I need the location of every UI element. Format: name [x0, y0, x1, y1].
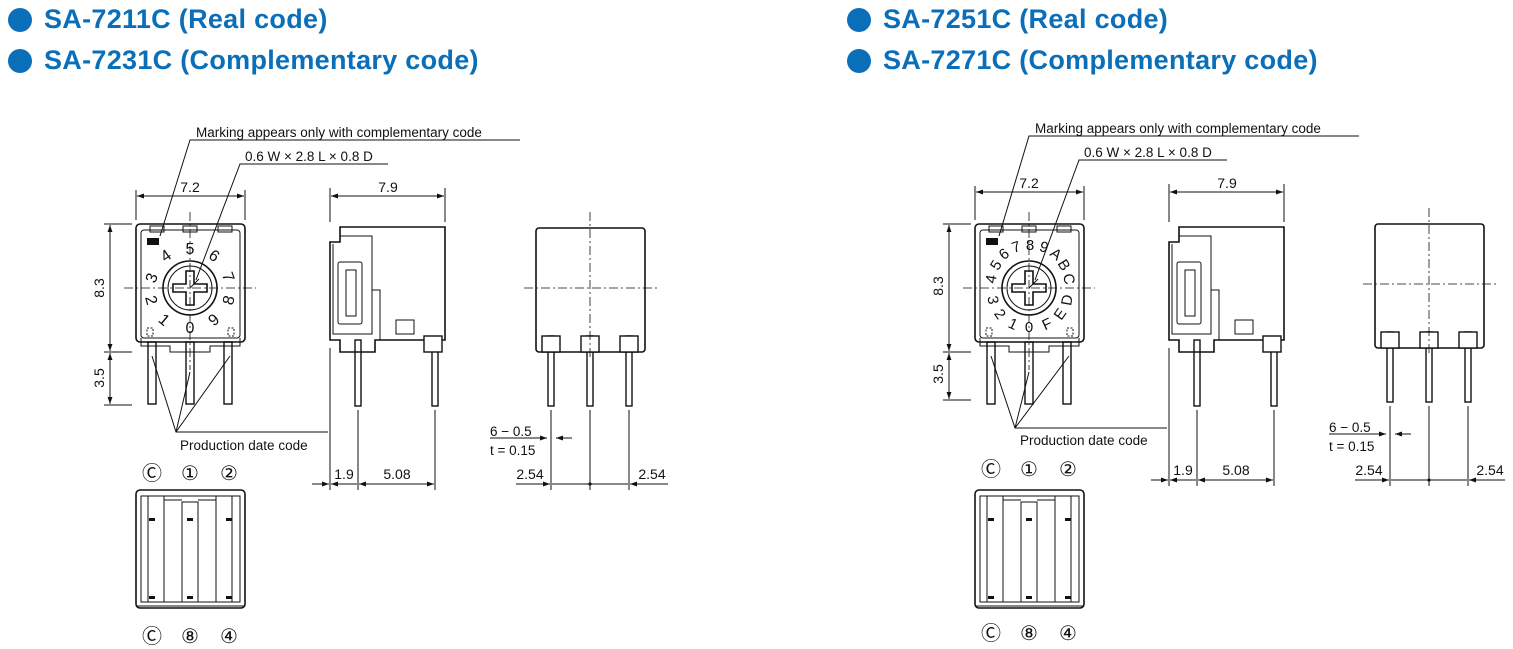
- dim-width-right: 7.2: [1019, 175, 1039, 191]
- pin-label-4-right: ④: [1059, 623, 1077, 645]
- pin-label-8: ⑧: [181, 626, 199, 648]
- dial-hex-7: 7: [1010, 238, 1023, 257]
- pin-label-c-bottom: Ⓒ: [142, 625, 162, 648]
- dial-digit-5: 5: [186, 241, 195, 258]
- heading-sa7231c: SA-7231C (Complementary code): [8, 45, 479, 76]
- dim-lead: 3.5: [91, 368, 107, 388]
- bottom-view-right: [974, 489, 1085, 609]
- dial-digit-4: 4: [158, 247, 175, 266]
- rear-view-right: [1374, 223, 1485, 403]
- drawing-group-right: 0 1 2 3 4 5 6 7 8 9 A B C D E F Marking …: [930, 121, 1505, 645]
- heading-text: SA-7271C (Complementary code): [883, 45, 1318, 75]
- pin-label-c-top-right: Ⓒ: [981, 458, 1001, 481]
- dim-lead-right: 3.5: [930, 364, 946, 384]
- heading-sa7271c: SA-7271C (Complementary code): [847, 45, 1318, 76]
- dim-height-right: 8.3: [930, 276, 946, 296]
- pin-label-4: ④: [220, 626, 238, 648]
- dial-digit-0: 0: [186, 320, 195, 337]
- drawing-group-left: 0 1 2 3 4 5 6 7 8 9 Marking appears only…: [91, 125, 668, 648]
- front-view: 0 1 2 3 4 5 6 7 8 9: [124, 212, 256, 405]
- side-view-right: [1168, 226, 1285, 407]
- circle-bullet-icon: [8, 7, 32, 32]
- front-view-hex: [963, 212, 1095, 405]
- dial-hex-8: 8: [1026, 237, 1034, 254]
- circle-bullet-icon: [847, 7, 871, 32]
- rear-view: [535, 227, 646, 407]
- dim-pitch-right-right: 2.54: [1476, 462, 1503, 478]
- dim-offset: 1.9: [334, 466, 354, 482]
- pin-label-c-top: Ⓒ: [142, 462, 162, 485]
- dial-digit-3: 3: [143, 271, 162, 285]
- dial-hex-4: 4: [982, 274, 1000, 285]
- dial-hex-f: F: [1039, 315, 1054, 334]
- dim-pitch-left-right: 2.54: [1355, 462, 1382, 478]
- pin-label-1: ①: [181, 463, 199, 485]
- dial-hex-3: 3: [983, 295, 1001, 306]
- dial-hex-2: 2: [990, 306, 1009, 323]
- pin-label-c-bottom-right: Ⓒ: [981, 622, 1001, 645]
- circle-bullet-icon: [847, 48, 871, 73]
- dim-pitch-left: 2.54: [516, 466, 543, 482]
- dim-depth: 7.9: [378, 179, 398, 195]
- dim-width: 7.2: [180, 179, 200, 195]
- dial-digit-7: 7: [218, 270, 237, 284]
- dial-hex-6: 6: [996, 245, 1013, 264]
- bottom-view: [135, 489, 246, 609]
- dial-hex-1: 1: [1005, 315, 1020, 334]
- marking-note-right: Marking appears only with complementary …: [1035, 121, 1321, 136]
- terminal-count-note: 6 − 0.5: [490, 424, 532, 439]
- production-date-note-right: Production date code: [1020, 433, 1148, 448]
- terminal-size-note-right: 0.6 W × 2.8 L × 0.8 D: [1084, 145, 1212, 160]
- dial-digit-2: 2: [141, 294, 160, 307]
- production-date-note: Production date code: [180, 438, 308, 453]
- dial-hex-0: 0: [1025, 319, 1033, 336]
- dim-depth-right: 7.9: [1217, 175, 1237, 191]
- dim-height: 8.3: [91, 278, 107, 298]
- terminal-size-note: 0.6 W × 2.8 L × 0.8 D: [245, 149, 373, 164]
- thickness-note: t = 0.15: [490, 443, 535, 458]
- dial-hex-d: D: [1058, 293, 1077, 307]
- dial-digit-1: 1: [155, 311, 173, 330]
- thickness-note-right: t = 0.15: [1329, 439, 1374, 454]
- side-view: [329, 226, 446, 407]
- pin-label-2-right: ②: [1059, 459, 1077, 481]
- heading-sa7211c: SA-7211C (Real code): [8, 4, 328, 35]
- dial-digit-8: 8: [220, 294, 239, 307]
- dial-hex-e: E: [1051, 305, 1071, 323]
- dial-digits: 0 1 2 3 4 5 6 7 8 9: [141, 241, 239, 337]
- dim-offset-right: 1.9: [1173, 462, 1193, 478]
- marking-note: Marking appears only with complementary …: [196, 125, 482, 140]
- dial-hex-c: C: [1059, 272, 1078, 286]
- dim-span-right: 5.08: [1222, 462, 1249, 478]
- pin-label-1-right: ①: [1020, 459, 1038, 481]
- heading-text: SA-7251C (Real code): [883, 4, 1169, 34]
- marking-symbol: [147, 238, 159, 245]
- pin-label-8-right: ⑧: [1020, 623, 1038, 645]
- heading-text: SA-7231C (Complementary code): [44, 45, 479, 75]
- circle-bullet-icon: [8, 48, 32, 73]
- heading-sa7251c: SA-7251C (Real code): [847, 4, 1168, 35]
- dim-pitch-right: 2.54: [638, 466, 665, 482]
- dim-span: 5.08: [383, 466, 410, 482]
- pin-label-2: ②: [220, 463, 238, 485]
- heading-text: SA-7211C (Real code): [44, 4, 328, 34]
- dial-digit-9: 9: [205, 311, 223, 330]
- terminal-count-note-right: 6 − 0.5: [1329, 420, 1371, 435]
